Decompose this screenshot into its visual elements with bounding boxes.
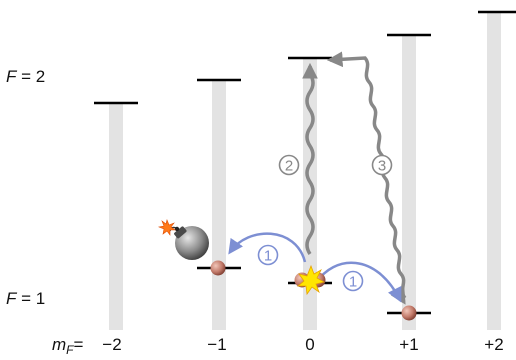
f2-levels [94, 10, 516, 105]
mf-value-minus1: −1 [207, 335, 226, 354]
step2-text: 2 [285, 158, 293, 175]
mf-prefix: m [52, 335, 66, 354]
step1-text-left: 1 [264, 248, 272, 265]
f1-label: F = 1 [6, 289, 45, 308]
step2-label: 2 [278, 154, 300, 176]
mf-subscript: F [66, 343, 74, 357]
stem-mf-minus2 [109, 103, 123, 330]
stem-mf-0 [303, 58, 317, 330]
f2-label: F = 2 [6, 67, 45, 86]
atom-mf-minus1 [210, 260, 226, 276]
mf-axis-label: mF= [52, 335, 84, 357]
stem-mf-minus1 [212, 80, 226, 330]
mf-value-0: 0 [305, 335, 314, 354]
step1-arrow-left [228, 232, 307, 263]
bomb-icon [157, 219, 209, 260]
step3-wavy-arrow [326, 51, 407, 300]
step1-text-right: 1 [349, 274, 357, 291]
step2-wavy-arrow [302, 62, 318, 255]
mf-value-plus2: +2 [484, 335, 503, 354]
atom-mf-plus1 [401, 305, 417, 321]
step3-text: 3 [378, 158, 386, 175]
mf-equals: = [74, 335, 84, 354]
fuse-spark-icon [157, 219, 176, 236]
step3-label: 3 [371, 154, 393, 176]
step1-label-left: 1 [257, 244, 279, 266]
stem-mf-plus1 [402, 35, 416, 330]
stem-mf-plus2 [487, 12, 501, 330]
mf-value-plus1: +1 [399, 335, 418, 354]
collision-flash-icon [296, 264, 326, 296]
step1-label-right: 1 [342, 270, 364, 292]
mf-value-minus2: −2 [102, 335, 121, 354]
